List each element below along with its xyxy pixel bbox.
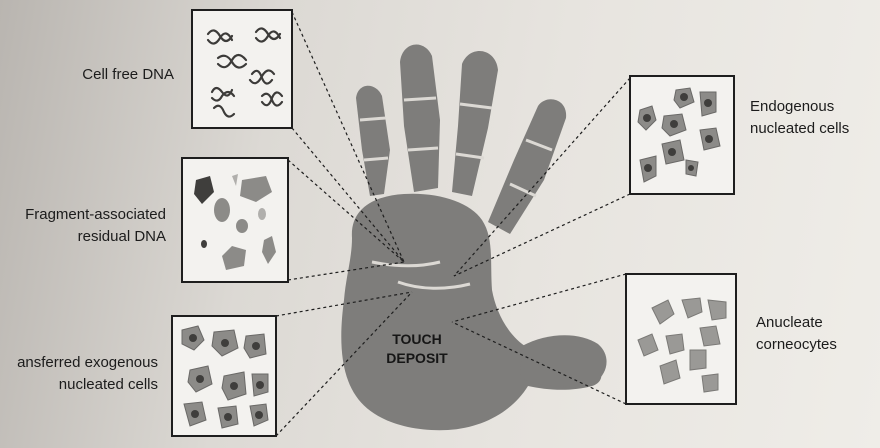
label-touch-deposit: TOUCH DEPOSIT [372, 330, 462, 368]
label-anucleate-corneocytes: Anucleate corneocytes [756, 312, 866, 356]
label-cell-free-dna: Cell free DNA [40, 64, 174, 86]
box-cell-free-dna [192, 10, 292, 128]
box-exogenous-nucleated-cells [172, 316, 276, 436]
label-transferred-exogenous-cells: ansferred exogenous nucleated cells [0, 352, 158, 396]
label-endogenous-nucleated-cells: Endogenous nucleated cells [750, 96, 876, 140]
hand-print [341, 45, 606, 431]
box-endogenous-nucleated-cells [630, 76, 734, 194]
box-fragment-residual-dna [182, 158, 288, 282]
box-anucleate-corneocytes [626, 274, 736, 404]
label-fragment-residual-dna: Fragment-associated residual DNA [6, 204, 166, 248]
